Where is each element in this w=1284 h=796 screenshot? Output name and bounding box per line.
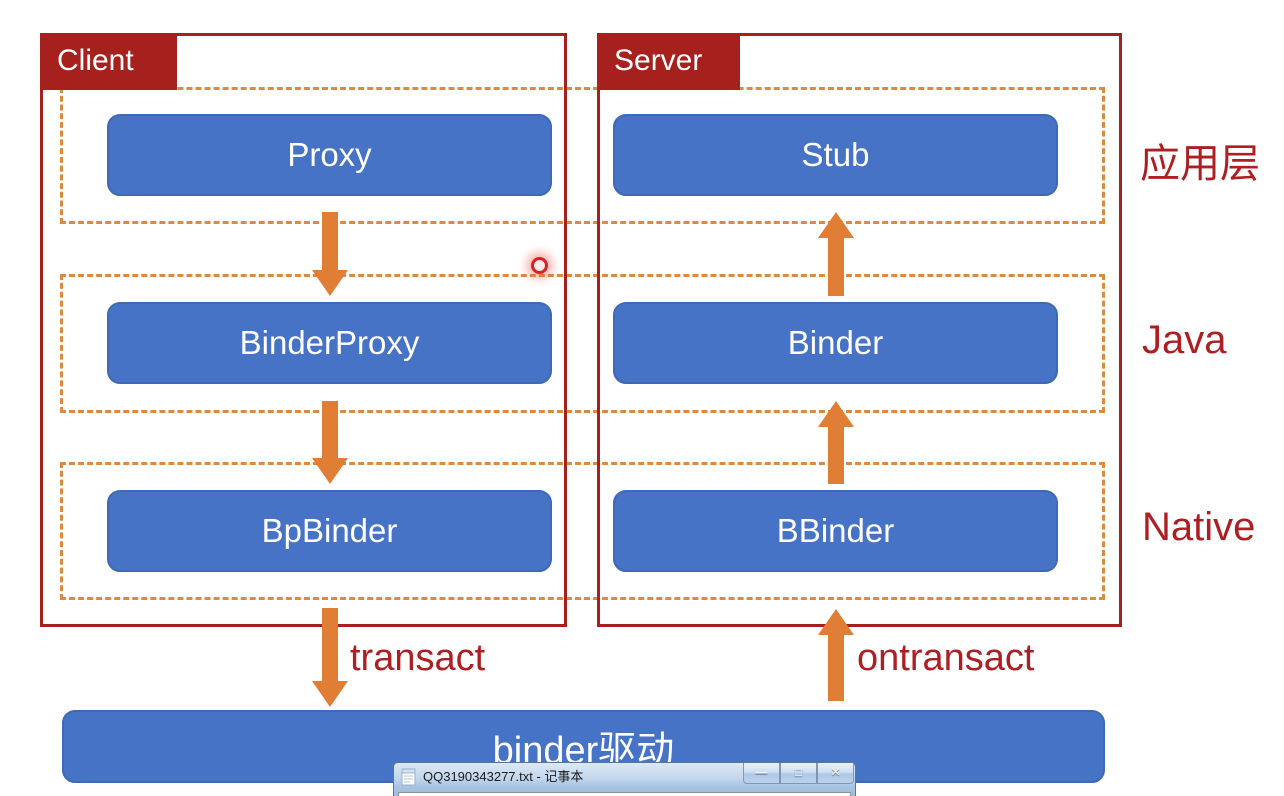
notepad-titlebar[interactable]: QQ3190343277.txt - 记事本 — □ ✕	[394, 763, 855, 790]
proxy-node: Proxy	[107, 114, 552, 196]
native-layer-label: Native	[1142, 505, 1256, 549]
notepad-content-area[interactable]	[398, 792, 851, 796]
layer-band-native	[60, 462, 1105, 600]
minimize-button[interactable]: —	[743, 763, 780, 784]
client-label: Client	[40, 33, 177, 90]
java-layer-label: Java	[1142, 318, 1227, 362]
arrow-shaft	[828, 238, 844, 296]
arrow-down-icon	[312, 458, 348, 484]
window-controls: — □ ✕	[743, 763, 854, 784]
arrow-shaft	[322, 608, 338, 681]
layer-band-application	[60, 87, 1105, 224]
maximize-button[interactable]: □	[780, 763, 817, 784]
arrow-down-icon	[312, 681, 348, 707]
arrow-shaft	[322, 401, 338, 458]
transact-label: transact	[350, 637, 486, 679]
arrow-down-icon	[312, 270, 348, 296]
notepad-icon	[401, 768, 416, 785]
arrow-shaft	[828, 427, 844, 484]
application-layer-label: 应用层	[1140, 142, 1260, 186]
stub-node: Stub	[613, 114, 1058, 196]
ontransact-label: ontransact	[857, 637, 1035, 679]
bbinder-node: BBinder	[613, 490, 1058, 572]
arrow-up-icon	[818, 212, 854, 238]
close-button[interactable]: ✕	[817, 763, 854, 784]
layer-band-java	[60, 274, 1105, 413]
server-label: Server	[597, 33, 740, 90]
arrow-up-icon	[818, 401, 854, 427]
arrow-up-icon	[818, 609, 854, 635]
arrow-shaft	[322, 212, 338, 270]
client-container	[40, 33, 567, 627]
binderproxy-node: BinderProxy	[107, 302, 552, 384]
notepad-window-title: QQ3190343277.txt - 记事本	[423, 769, 584, 784]
server-container	[597, 33, 1122, 627]
bpbinder-node: BpBinder	[107, 490, 552, 572]
binder-node: Binder	[613, 302, 1058, 384]
arrow-shaft	[828, 635, 844, 701]
laser-pointer-dot	[531, 257, 548, 274]
notepad-window[interactable]: QQ3190343277.txt - 记事本 — □ ✕	[393, 762, 856, 796]
